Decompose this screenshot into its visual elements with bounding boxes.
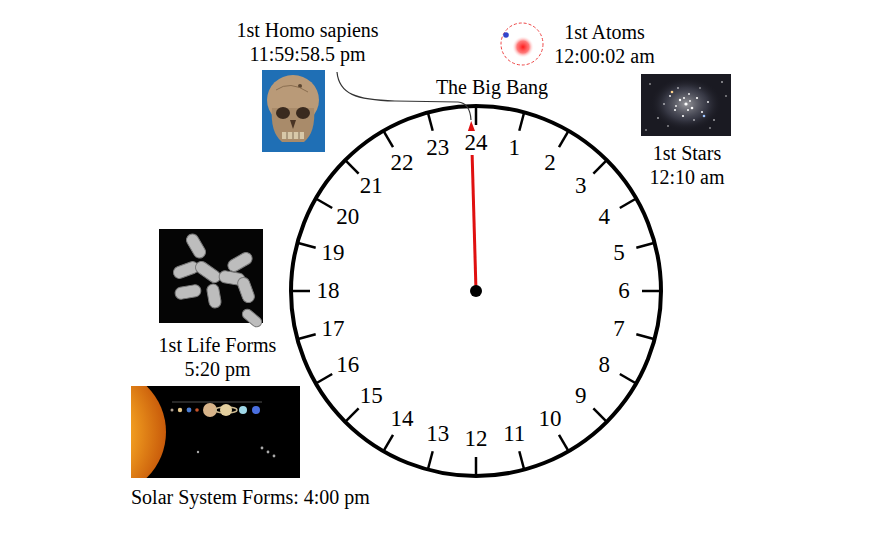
hour-number: 16 xyxy=(335,353,360,377)
clock-hand xyxy=(472,136,476,291)
event-caption: 1st Atoms xyxy=(546,20,663,44)
hand-pivot xyxy=(470,285,482,297)
event-time: 12:10 am xyxy=(636,165,738,189)
star-cluster-picture xyxy=(641,74,731,136)
hour-number: 1 xyxy=(508,136,522,160)
event-time: 5:20 pm xyxy=(145,357,290,381)
skull-picture xyxy=(262,70,325,152)
clock-label: The Big Bang xyxy=(435,77,549,98)
hour-ticks xyxy=(291,106,661,476)
hour-number: 15 xyxy=(359,384,384,408)
hour-number: 13 xyxy=(425,422,450,446)
event-caption: 1st Life Forms xyxy=(145,333,290,357)
atom-icon xyxy=(501,23,543,65)
hour-number: 24 xyxy=(464,131,489,155)
event-node: 1st Life Forms5:20 pm xyxy=(145,227,290,382)
event-caption: Solar System Forms: 4:00 pm xyxy=(131,485,393,509)
hour-number: 9 xyxy=(574,384,588,408)
event-node: 1st Stars12:10 am xyxy=(636,72,738,190)
hour-number: 10 xyxy=(538,407,563,431)
solar-system-picture xyxy=(38,368,300,496)
event-node: Solar System Forms: 4:00 pm xyxy=(128,384,393,512)
event-caption: 1st Homo sapiens xyxy=(225,18,390,42)
event-time: 12:00:02 am xyxy=(546,44,663,68)
hour-number: 12 xyxy=(464,427,489,451)
hour-number: 20 xyxy=(335,205,360,229)
event-time: 11:59:58.5 pm xyxy=(225,42,390,66)
event-node: 1st Atoms12:00:02 am xyxy=(498,20,663,70)
hour-number: 18 xyxy=(316,279,341,303)
hour-number: 11 xyxy=(502,422,526,446)
hour-number: 14 xyxy=(390,407,415,431)
hour-number: 17 xyxy=(321,317,346,341)
hour-number: 3 xyxy=(574,174,588,198)
hour-number: 7 xyxy=(612,317,626,341)
hour-number: 21 xyxy=(359,174,384,198)
event-caption: 1st Stars xyxy=(636,141,738,165)
event-node: 1st Homo sapiens11:59:58.5 pm xyxy=(225,18,390,154)
hour-number: 4 xyxy=(597,205,611,229)
clock-face xyxy=(291,106,661,476)
hour-number: 5 xyxy=(612,241,626,265)
hour-number: 19 xyxy=(321,241,346,265)
hour-number: 22 xyxy=(390,151,415,175)
hour-number: 23 xyxy=(425,136,450,160)
hour-number: 6 xyxy=(617,279,631,303)
hour-number: 8 xyxy=(597,353,611,377)
bacteria-picture xyxy=(159,229,264,329)
hour-number: 2 xyxy=(543,151,557,175)
